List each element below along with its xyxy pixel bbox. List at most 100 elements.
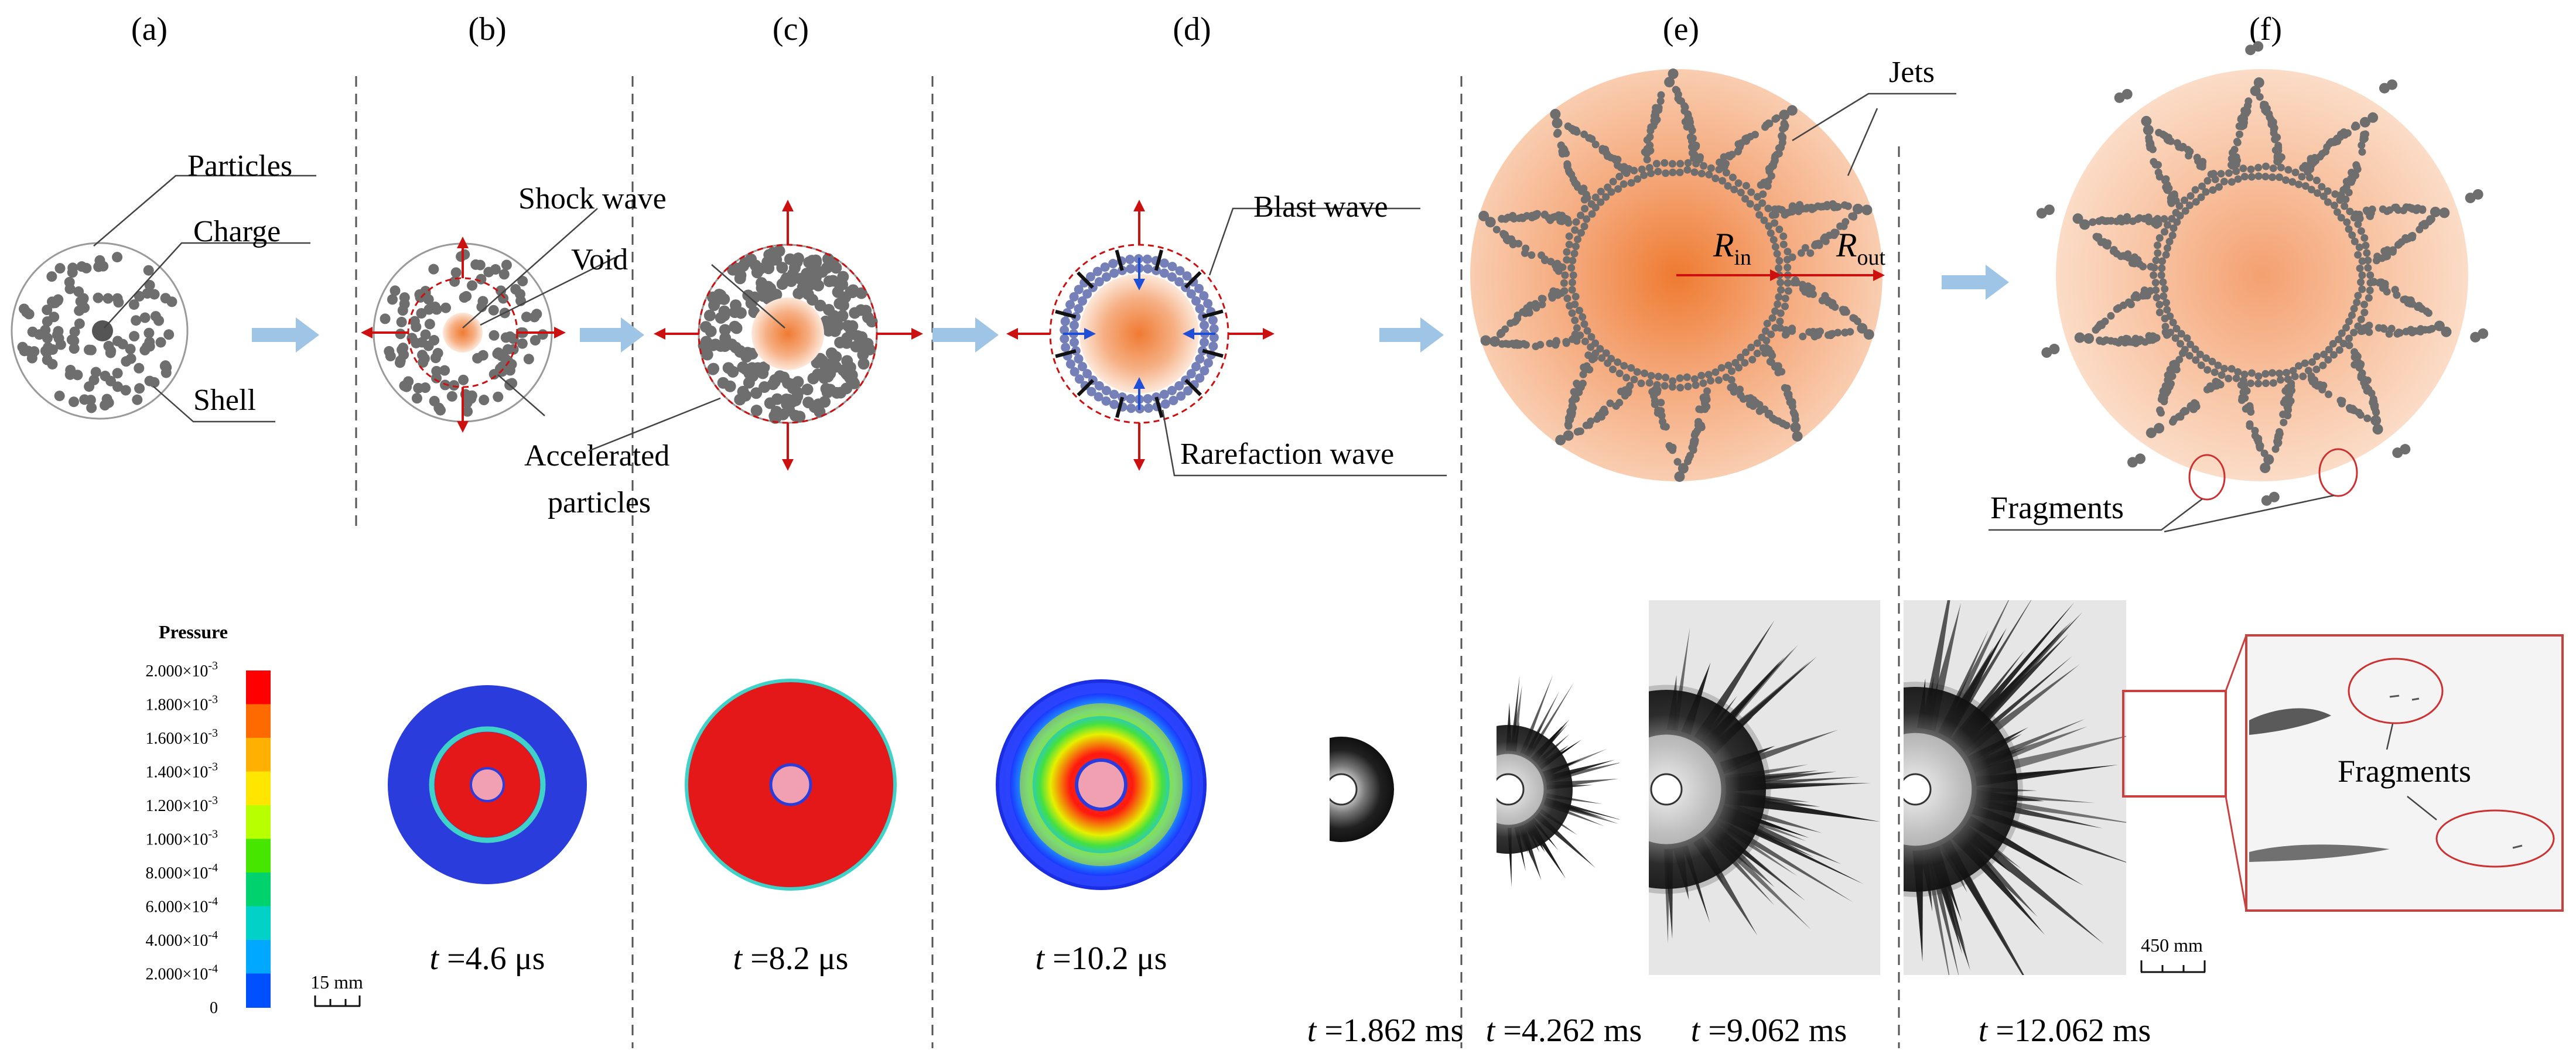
particle-dot — [830, 351, 842, 363]
particle-dot — [2277, 376, 2285, 384]
particle-dot — [1069, 292, 1079, 302]
particle-dot — [830, 361, 842, 373]
particle-dot — [1532, 210, 1540, 218]
particle-dot — [1676, 374, 1684, 382]
particle-dot — [2348, 175, 2356, 183]
particle-dot — [2365, 294, 2373, 302]
particle-dot — [1560, 279, 1568, 287]
particle-dot — [1143, 394, 1153, 404]
particle-dot — [2251, 432, 2259, 440]
panel-label-d: (d) — [1173, 11, 1211, 47]
particle-dot — [821, 386, 833, 399]
particle-dot — [1564, 422, 1573, 430]
particle-dot — [2284, 166, 2293, 174]
particle-dot — [1749, 402, 1757, 410]
particle-dot — [2168, 231, 2177, 240]
particle-dot — [1791, 415, 1799, 423]
particle-dot — [399, 299, 410, 310]
particle-dot — [2096, 337, 2104, 345]
particle-dot — [1060, 334, 1070, 344]
particle-dot — [1557, 289, 1566, 297]
particle-dot — [2154, 423, 2165, 434]
particle-dot — [2177, 330, 2185, 338]
particle-dot — [120, 385, 131, 396]
particle-dot — [1778, 132, 1786, 140]
particle-dot — [1729, 382, 1737, 391]
particle-dot — [149, 377, 160, 388]
particle-dot — [1518, 213, 1526, 221]
particle-dot — [1074, 285, 1084, 295]
particle-dot — [2178, 349, 2186, 357]
particle-dot — [81, 262, 92, 273]
particle-dot — [2239, 165, 2247, 173]
particle-dot — [1771, 242, 1779, 251]
particle-dot — [1651, 386, 1659, 394]
particle-dot — [74, 305, 85, 316]
particle-dot — [807, 293, 819, 306]
particle-dot — [112, 381, 123, 392]
particle-dot — [2362, 241, 2370, 249]
particle-dot — [1489, 336, 1501, 347]
particle-dot — [2107, 337, 2115, 345]
particle-dot — [1614, 185, 1622, 193]
particle-dot — [103, 293, 114, 304]
particle-dot — [150, 311, 161, 322]
particle-dot — [1087, 386, 1096, 396]
particle-dot — [1566, 302, 1574, 310]
particle-dot — [1615, 173, 1624, 181]
particle-dot — [1182, 271, 1192, 281]
particle-dot — [2233, 138, 2241, 146]
particle-dot — [1581, 204, 1589, 213]
particle-dot — [1583, 327, 1591, 335]
particle-dot — [1730, 388, 1738, 396]
rarefaction-tick — [1154, 249, 1163, 271]
particle-dot — [2127, 300, 2135, 309]
particle-dot — [2186, 340, 2195, 348]
particle-dot — [1767, 330, 1775, 338]
particle-dot — [743, 367, 756, 379]
particle-dot — [1092, 266, 1102, 276]
particle-dot — [2124, 250, 2132, 258]
particle-dot — [64, 369, 76, 380]
particle-dot — [488, 330, 500, 341]
particle-dot — [132, 394, 143, 405]
particle-dot — [2345, 317, 2353, 326]
particle-dot — [1630, 375, 1638, 384]
particle-dot — [1094, 381, 1104, 391]
particle-dot — [440, 302, 452, 313]
particle-dot — [2372, 424, 2383, 435]
particle-dot — [2363, 414, 2372, 422]
particle-dot — [836, 310, 849, 322]
charge-dot — [92, 320, 113, 341]
particle-dot — [1850, 212, 1858, 220]
particle-dot — [1669, 168, 1677, 176]
particle-dot — [420, 382, 431, 394]
particle-dot — [1160, 399, 1170, 409]
particle-dot — [1191, 296, 1201, 306]
particle-dot — [2269, 164, 2277, 172]
particle-dot — [411, 321, 422, 333]
particle-dot — [1082, 369, 1092, 379]
panel-label-c: (c) — [773, 11, 809, 47]
particle-dot — [1677, 97, 1685, 105]
particle-dot — [1569, 271, 1577, 279]
particle-dot — [816, 266, 828, 278]
particle-dot — [2186, 192, 2195, 200]
fragment-circle-right — [2318, 448, 2358, 497]
particle-dot — [42, 333, 53, 344]
particle-dot — [69, 326, 80, 337]
particle-dot — [2271, 445, 2280, 453]
particle-dot — [52, 295, 63, 306]
particle-dot — [1583, 215, 1591, 223]
scale-bar-sim: 15 mm — [310, 971, 363, 1007]
particle-dot — [2360, 234, 2369, 242]
particle-dot — [1728, 367, 1736, 375]
particle-dot — [2130, 259, 2138, 268]
particle-dot — [2180, 196, 2188, 204]
particle-dot — [488, 369, 500, 380]
particle-dot — [1647, 372, 1655, 380]
particle-dot — [1834, 329, 1842, 337]
particle-dot — [1159, 389, 1169, 399]
particle-dot — [2366, 212, 2375, 220]
particle-dot — [1762, 337, 1771, 345]
